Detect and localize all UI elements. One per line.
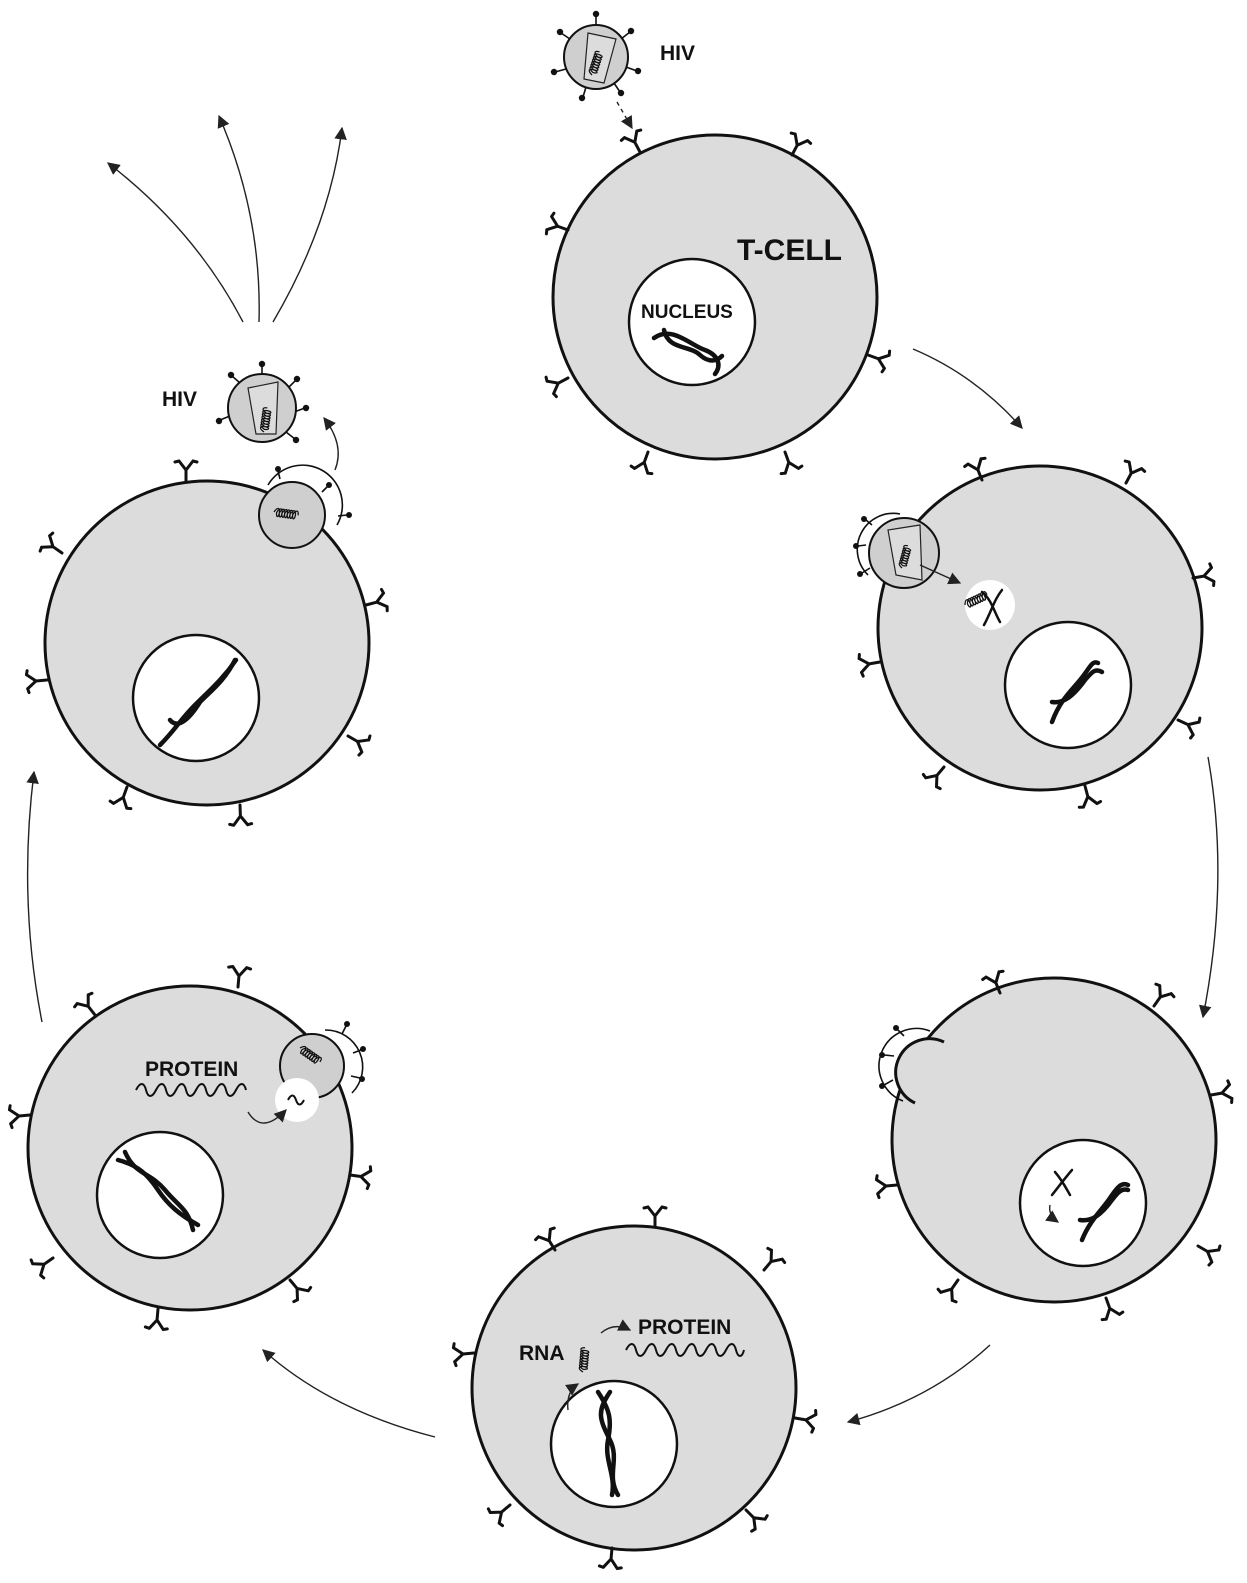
fusing-virion xyxy=(853,512,940,589)
protein-chain xyxy=(135,1083,247,1097)
virus-spikes xyxy=(215,360,310,444)
host-dna xyxy=(157,657,239,748)
viral-dna xyxy=(1045,1168,1074,1223)
arrow-uncoating xyxy=(919,564,962,585)
arrow-stage-5-to-6 xyxy=(26,770,43,1023)
protein-label-left: PROTEIN xyxy=(145,1058,238,1081)
nucleus xyxy=(1003,620,1133,750)
nucleus xyxy=(131,633,261,763)
nucleus-label: NUCLEUS xyxy=(641,302,733,323)
virus-dispersal-arrows xyxy=(107,114,347,323)
t-cell-stage-6 xyxy=(24,459,390,827)
hiv-virion-incoming: HIV xyxy=(550,10,695,102)
arrow-attach xyxy=(616,101,633,130)
hiv-virion-released: HIV xyxy=(162,360,310,444)
empty-viral-envelope xyxy=(878,1025,945,1105)
t-cell-stage-1: NUCLEUS T-CELL xyxy=(543,127,893,477)
virus-spikes xyxy=(550,10,642,102)
t-cell-label: T-CELL xyxy=(737,234,842,267)
integrated-dna xyxy=(115,1149,201,1233)
t-cell-stage-5: PROTEIN xyxy=(7,964,373,1332)
arrow-stage-4-to-5 xyxy=(262,1349,436,1438)
arrow-stage-2-to-3 xyxy=(1199,756,1219,1019)
budding-virion xyxy=(258,464,352,549)
integrated-dna xyxy=(595,1389,621,1498)
protein-chain xyxy=(625,1343,745,1357)
arrow-stage-1-to-2 xyxy=(912,348,1023,429)
nucleus xyxy=(627,257,757,387)
hiv-label-top: HIV xyxy=(660,42,695,65)
host-dna xyxy=(1049,660,1105,725)
protein-label-bottom: PROTEIN xyxy=(638,1316,731,1339)
t-cell-stage-4: RNA PROTEIN xyxy=(451,1205,819,1571)
arrow-release xyxy=(323,417,339,471)
t-cell-stage-2 xyxy=(853,455,1217,810)
host-dna xyxy=(651,327,725,377)
t-cell-stage-3 xyxy=(874,968,1235,1323)
arrow-stage-3-to-4 xyxy=(846,1344,991,1426)
hiv-label-left: HIV xyxy=(162,388,197,411)
rna-label: RNA xyxy=(519,1342,565,1365)
nucleus xyxy=(1018,1138,1148,1268)
host-dna xyxy=(1077,1181,1131,1243)
